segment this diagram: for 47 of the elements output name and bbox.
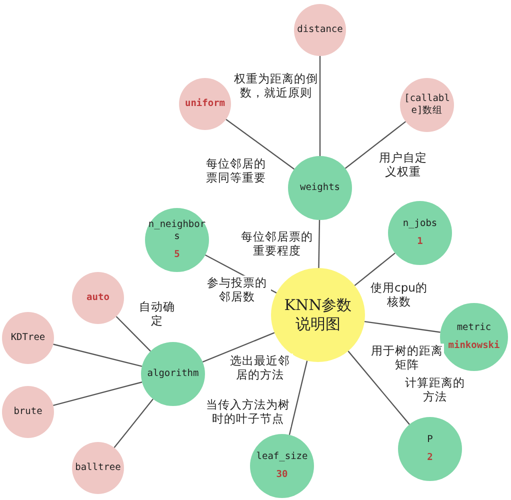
connector-line [318, 220, 320, 268]
edge-label: 当传入方法为树时的叶子节点 [205, 398, 291, 426]
value-circle [72, 272, 124, 324]
edge-label: 自动确定 [138, 300, 176, 328]
parameter-name: weights [300, 182, 340, 194]
option-value: KDTree [10, 332, 46, 344]
parameter-name: P [427, 434, 433, 446]
value-circle [2, 312, 54, 364]
option-value: brute [14, 406, 42, 418]
parameter-name: n_jobs [402, 218, 438, 230]
parameter-name: n_neighbors [148, 219, 206, 243]
edge-label: 计算距离的方法 [404, 376, 466, 404]
parameter-circle [141, 342, 205, 406]
default-value: 5 [174, 248, 180, 261]
default-value: 30 [276, 469, 288, 481]
value-circle [179, 78, 231, 130]
parameter-name: leaf_size [256, 451, 308, 463]
value-circle [400, 78, 454, 132]
option-value: auto [86, 292, 110, 304]
connector-line [288, 360, 308, 436]
connector-line [348, 350, 410, 425]
connector-line [53, 344, 142, 367]
edge-label: 选出最近邻居的方法 [227, 354, 293, 382]
connector-line [354, 252, 396, 286]
connector-line [319, 56, 321, 156]
connector-line [364, 320, 440, 333]
edge-label: 用于树的距离矩阵 [370, 344, 444, 372]
connector-line [202, 332, 275, 362]
option-value: distance [297, 24, 343, 36]
option-value: uniform [184, 98, 226, 110]
value-circle [294, 4, 346, 56]
connector-line [116, 316, 151, 352]
parameter-name: KNN参数说明图 [283, 296, 353, 334]
edge-label: 权重为距离的倒数，就近原则 [233, 72, 319, 100]
default-value: 1 [417, 236, 423, 248]
option-value: [callable]数组 [403, 93, 451, 117]
option-value: balltree [75, 462, 121, 474]
default-value: minkowski [448, 340, 500, 352]
connector-line [53, 382, 142, 406]
value-circle [2, 386, 54, 438]
parameter-name: algorithm [147, 368, 199, 380]
connector-line [114, 398, 154, 448]
value-circle [72, 442, 124, 494]
connector-line [344, 121, 406, 169]
parameter-name: metric [456, 322, 492, 334]
connector-line [226, 118, 295, 170]
default-value: 2 [427, 452, 433, 464]
